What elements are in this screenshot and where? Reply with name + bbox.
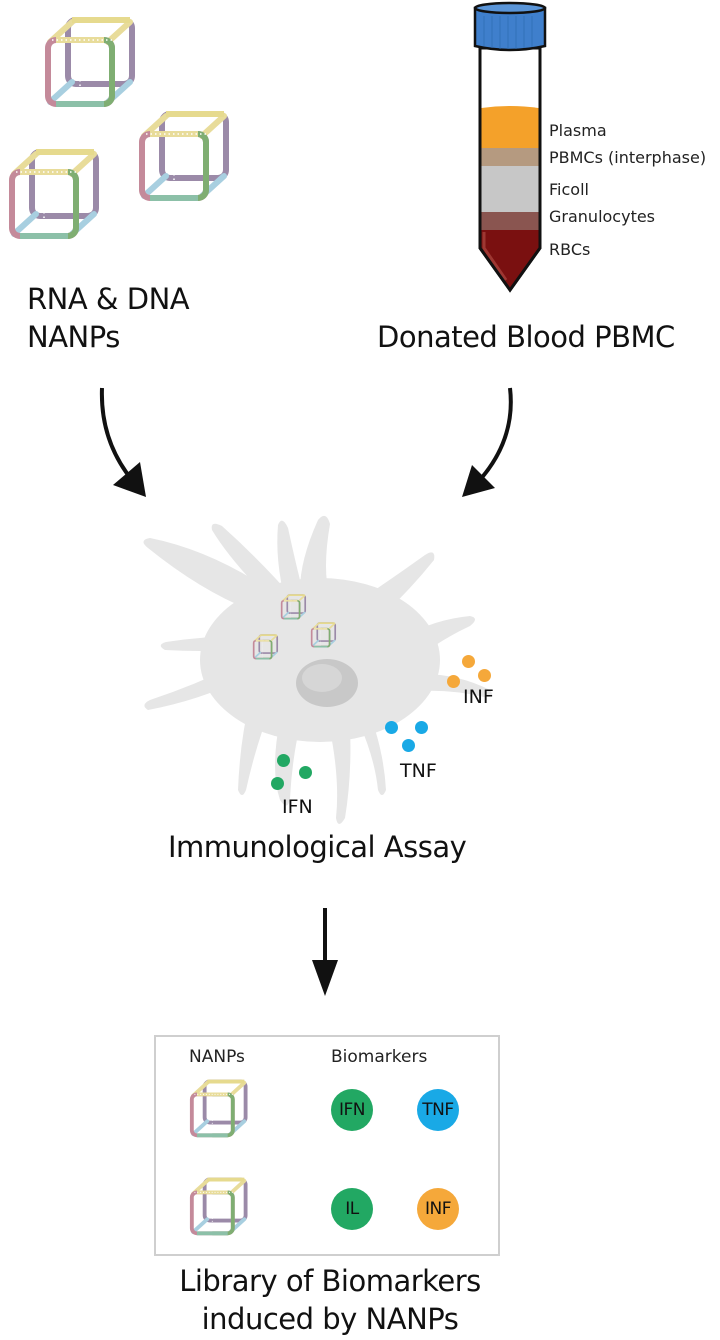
library-caption-line2: induced by NANPs [201, 1302, 459, 1336]
cytokine-dot-inf [462, 655, 475, 668]
centrifuge-tube-icon [473, 1, 547, 293]
layer-ficoll [481, 166, 539, 212]
layer-pbmc [481, 148, 539, 166]
dendritic-cell-illustration [143, 515, 492, 824]
arrow-left-curved [99, 387, 146, 497]
cytokine-dot-ifn [277, 754, 290, 767]
cytokine-label-tnf: TNF [400, 760, 437, 782]
biomarker-label: IFN [338, 1100, 366, 1120]
nanp-cube-icon [189, 1079, 248, 1138]
biomarker-badge: INF [417, 1188, 459, 1230]
biomarker-library-panel: NANPs Biomarkers IFN TNF IL INF [154, 1035, 500, 1256]
library-caption: Library of Biomarkers induced by NANPs [0, 1262, 660, 1338]
layer-label-rbcs: RBCs [549, 240, 591, 259]
biomarker-badge: IFN [331, 1089, 373, 1131]
nanp-cube-icon [310, 622, 337, 648]
layer-granulocytes [481, 212, 539, 230]
nanps-title: RNA & DNA NANPs [27, 280, 190, 356]
cytokine-dot-inf [447, 675, 460, 688]
blood-title: Donated Blood PBMC [377, 320, 675, 354]
column-header-biomarkers: Biomarkers [331, 1047, 428, 1067]
layer-label-ficoll: Ficoll [549, 180, 589, 199]
arrow-right-curved [462, 387, 513, 497]
cytokine-dot-tnf [415, 721, 428, 734]
layer-plasma [481, 106, 539, 148]
cytokine-dot-ifn [271, 777, 284, 790]
nanp-cube-icon [252, 634, 279, 660]
layer-label-granulocytes: Granulocytes [549, 207, 656, 226]
biomarker-badge: IL [331, 1188, 373, 1230]
library-caption-line1: Library of Biomarkers [179, 1264, 481, 1298]
cytokine-dot-inf [478, 669, 491, 682]
column-header-nanps: NANPs [189, 1047, 245, 1067]
biomarker-label: TNF [422, 1100, 454, 1120]
cytokine-label-ifn: IFN [282, 796, 313, 818]
biomarker-label: IL [345, 1199, 359, 1219]
nanp-cube-icon [189, 1177, 248, 1236]
nanps-title-line1: RNA & DNA [27, 282, 190, 316]
layer-label-plasma: Plasma [549, 121, 607, 140]
cytokine-dot-tnf [402, 739, 415, 752]
cytokine-label-inf: INF [463, 686, 494, 708]
cytokine-dot-ifn [299, 766, 312, 779]
biomarker-label: INF [424, 1199, 452, 1219]
arrow-down [312, 908, 338, 996]
nanps-title-line2: NANPs [27, 320, 120, 354]
cytokine-dot-tnf [385, 721, 398, 734]
layer-label-pbmc: PBMCs (interphase) [549, 148, 707, 167]
biomarker-badge: TNF [417, 1089, 459, 1131]
assay-title: Immunological Assay [168, 830, 467, 864]
nanp-cube-icon [280, 594, 307, 620]
layer-rbcs [481, 230, 539, 288]
